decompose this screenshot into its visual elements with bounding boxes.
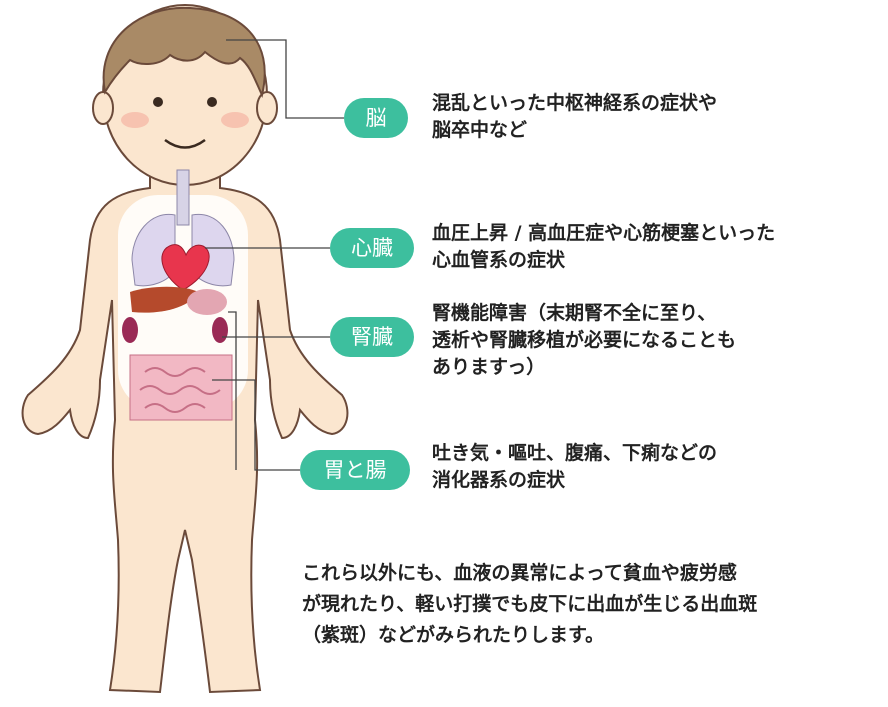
organ-pill-stomach-intestine: 胃と腸 bbox=[300, 450, 410, 490]
right-ear bbox=[256, 91, 278, 125]
left-eye bbox=[153, 97, 163, 107]
description-line: 吐き気・嘔吐、腹痛、下痢などの bbox=[432, 442, 718, 464]
brain-description: 混乱といった中枢神経系の症状や 脳卒中など bbox=[432, 90, 717, 144]
liver bbox=[130, 286, 198, 313]
intestine-coils bbox=[139, 367, 221, 413]
body-silhouette bbox=[21, 171, 349, 694]
description-line: 脳卒中など bbox=[432, 119, 528, 141]
footnote: これら以外にも、血液の異常によって貧血や疲労感 が現れたり、軽い打撲でも皮下に出… bbox=[302, 558, 757, 651]
left-ear bbox=[92, 91, 114, 125]
hair bbox=[102, 6, 266, 99]
face bbox=[121, 97, 249, 149]
heart bbox=[161, 244, 210, 291]
description-line: 腎機能障害（末期腎不全に至り、 bbox=[432, 302, 717, 324]
organs bbox=[118, 169, 248, 421]
right-eye bbox=[207, 97, 217, 107]
description-line: 透析や腎臓移植が必要になることも bbox=[432, 329, 737, 351]
description-line: 心血管系の症状 bbox=[432, 249, 566, 271]
organ-pill-brain: 脳 bbox=[344, 98, 408, 138]
description-line: 血圧上昇 / 高血圧症や心筋梗塞といった bbox=[432, 222, 776, 244]
right-cheek bbox=[221, 112, 249, 128]
organ-pill-kidney: 腎臓 bbox=[330, 317, 414, 357]
organ-pill-heart: 心臓 bbox=[330, 228, 414, 268]
kidney-description: 腎機能障害（末期腎不全に至り、 透析や腎臓移植が必要になることも ありますっ） bbox=[432, 300, 736, 381]
footnote-line: （紫斑）などがみられたりします。 bbox=[302, 624, 605, 646]
left-cheek bbox=[121, 112, 149, 128]
heart-description: 血圧上昇 / 高血圧症や心筋梗塞といった 心血管系の症状 bbox=[432, 220, 775, 274]
stomach bbox=[187, 289, 227, 315]
stomach-intestine-description: 吐き気・嘔吐、腹痛、下痢などの 消化器系の症状 bbox=[432, 440, 717, 494]
footnote-line: これら以外にも、血液の異常によって貧血や疲労感 bbox=[302, 562, 737, 584]
description-line: ありますっ） bbox=[432, 356, 546, 378]
gut-leader bbox=[212, 379, 300, 471]
description-line: 混乱といった中枢神経系の症状や bbox=[432, 92, 718, 114]
stomach-leader bbox=[228, 311, 237, 470]
mouth bbox=[164, 138, 206, 149]
footnote-line: が現れたり、軽い打撲でも皮下に出血が生じる出血斑 bbox=[302, 593, 758, 615]
leader-lines bbox=[205, 39, 344, 471]
left-kidney bbox=[122, 317, 138, 343]
description-line: 消化器系の症状 bbox=[432, 469, 566, 491]
trachea bbox=[176, 169, 190, 226]
brain-leader bbox=[226, 39, 344, 119]
right-kidney bbox=[212, 317, 228, 343]
